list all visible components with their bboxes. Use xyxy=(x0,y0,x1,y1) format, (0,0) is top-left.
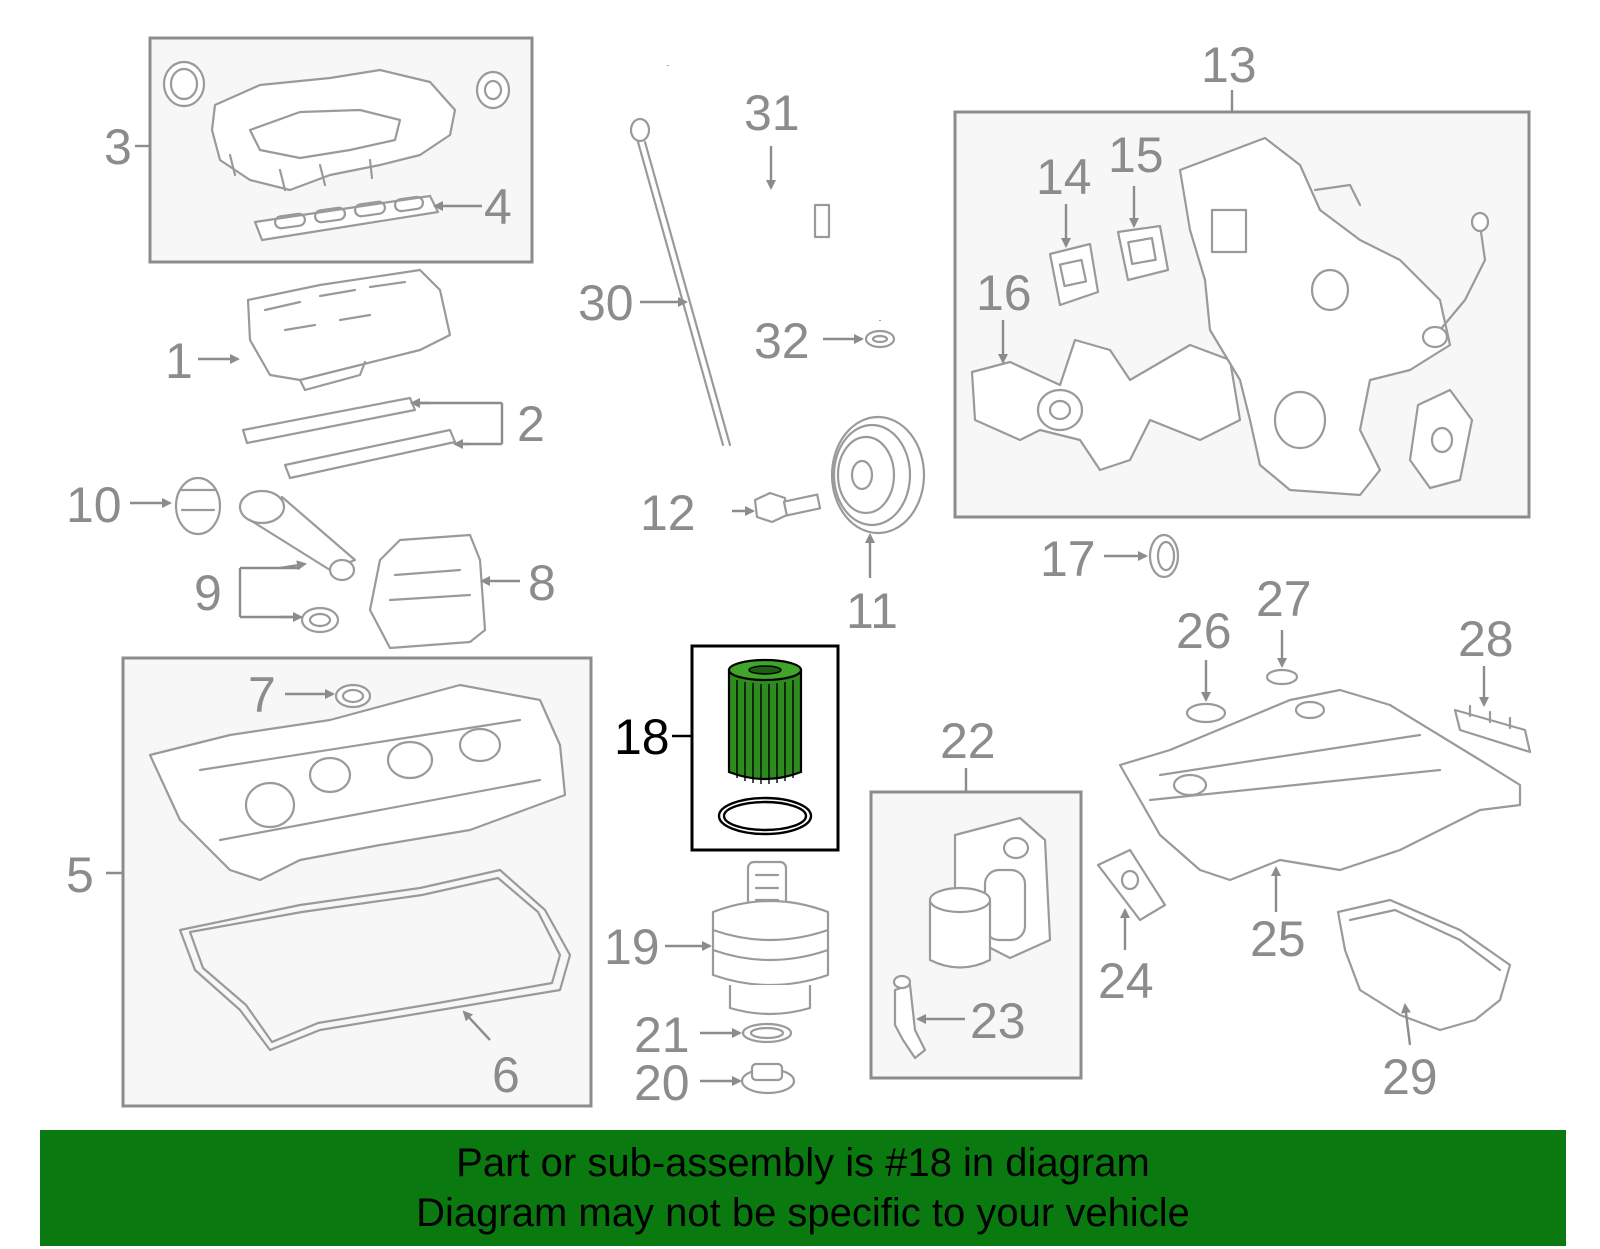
part-5-valve-cover xyxy=(148,683,567,882)
callout-26: 26 xyxy=(1176,603,1232,659)
callout-8: 8 xyxy=(528,555,556,611)
part-2-manifold-gaskets xyxy=(241,396,457,480)
part-31-dipstick-guide xyxy=(666,64,882,322)
callout-18: 18 xyxy=(614,709,670,765)
part-13-timing-cover xyxy=(1178,136,1490,497)
part-32-o-ring xyxy=(864,329,896,349)
callout-32: 32 xyxy=(754,313,810,369)
callout-11: 11 xyxy=(846,583,898,639)
leader-lines xyxy=(106,90,1489,1086)
callout-24: 24 xyxy=(1098,953,1154,1009)
callout-4: 4 xyxy=(484,179,512,235)
part-29-oil-pan-lower xyxy=(1336,898,1512,1032)
callout-14: 14 xyxy=(1036,149,1092,205)
part-6-valve-cover-gasket xyxy=(178,868,572,1052)
callout-22: 22 xyxy=(940,713,996,769)
callout-30: 30 xyxy=(578,275,634,331)
callout-27: 27 xyxy=(1256,571,1312,627)
part-25-oil-pan-upper xyxy=(1118,688,1522,882)
callout-12: 12 xyxy=(640,485,696,541)
part-26-o-ring xyxy=(1185,702,1227,724)
callout-1: 1 xyxy=(165,333,193,389)
info-banner: Part or sub-assembly is #18 in diagram D… xyxy=(40,1130,1566,1246)
callout-13: 13 xyxy=(1201,37,1257,93)
callout-31: 31 xyxy=(744,85,800,141)
callout-19: 19 xyxy=(604,919,660,975)
part-20-drain-plug xyxy=(740,1062,796,1095)
part-1-intake-manifold xyxy=(246,268,452,392)
part-19-filter-housing-cap xyxy=(711,860,830,1016)
callout-9: 9 xyxy=(194,565,222,621)
part-18-oil-filter-element xyxy=(717,658,813,836)
part-22-oil-filter-bracket xyxy=(928,816,1052,969)
part-17-seal xyxy=(1148,533,1180,579)
callout-2: 2 xyxy=(517,396,545,452)
callout-28: 28 xyxy=(1458,611,1514,667)
callout-3: 3 xyxy=(104,119,132,175)
callout-20: 20 xyxy=(634,1055,690,1111)
part-28-baffle xyxy=(1453,704,1532,754)
part-4-plenum-gasket xyxy=(253,194,440,242)
part-10-oil-filler-cap xyxy=(174,476,222,536)
callout-16: 16 xyxy=(976,265,1032,321)
part-27-o-ring xyxy=(1265,668,1299,686)
callout-labels: 3 4 1 2 10 9 8 7 5 6 30 31 32 12 11 13 1… xyxy=(66,37,1514,1111)
callout-15: 15 xyxy=(1108,127,1164,183)
part-21-o-ring xyxy=(741,1022,793,1044)
part-14-gasket xyxy=(1048,242,1100,307)
callout-25: 25 xyxy=(1250,911,1306,967)
part-12-bolt xyxy=(753,491,822,524)
callout-5: 5 xyxy=(66,847,94,903)
callout-6: 6 xyxy=(492,1047,520,1103)
callout-10: 10 xyxy=(66,477,122,533)
part-9-filler-tube xyxy=(238,489,357,634)
callout-21: 21 xyxy=(634,1007,690,1063)
part-3-intake-plenum xyxy=(162,60,511,192)
part-8-heat-shield xyxy=(368,533,487,650)
part-15-gasket xyxy=(1116,224,1170,282)
part-7-seal-ring xyxy=(334,683,372,709)
callout-7: 7 xyxy=(248,667,276,723)
part-11-crank-pulley xyxy=(830,415,926,535)
callout-23: 23 xyxy=(970,993,1026,1049)
banner-line-disclaimer: Diagram may not be specific to your vehi… xyxy=(416,1191,1190,1235)
part-16-water-pump xyxy=(970,338,1242,472)
part-30-dipstick xyxy=(629,117,732,447)
banner-line-part-number: Part or sub-assembly is #18 in diagram xyxy=(456,1141,1150,1185)
part-24-gasket xyxy=(1096,848,1167,922)
part-23-valve xyxy=(892,974,927,1060)
callout-17: 17 xyxy=(1040,531,1096,587)
callout-29: 29 xyxy=(1382,1049,1438,1105)
